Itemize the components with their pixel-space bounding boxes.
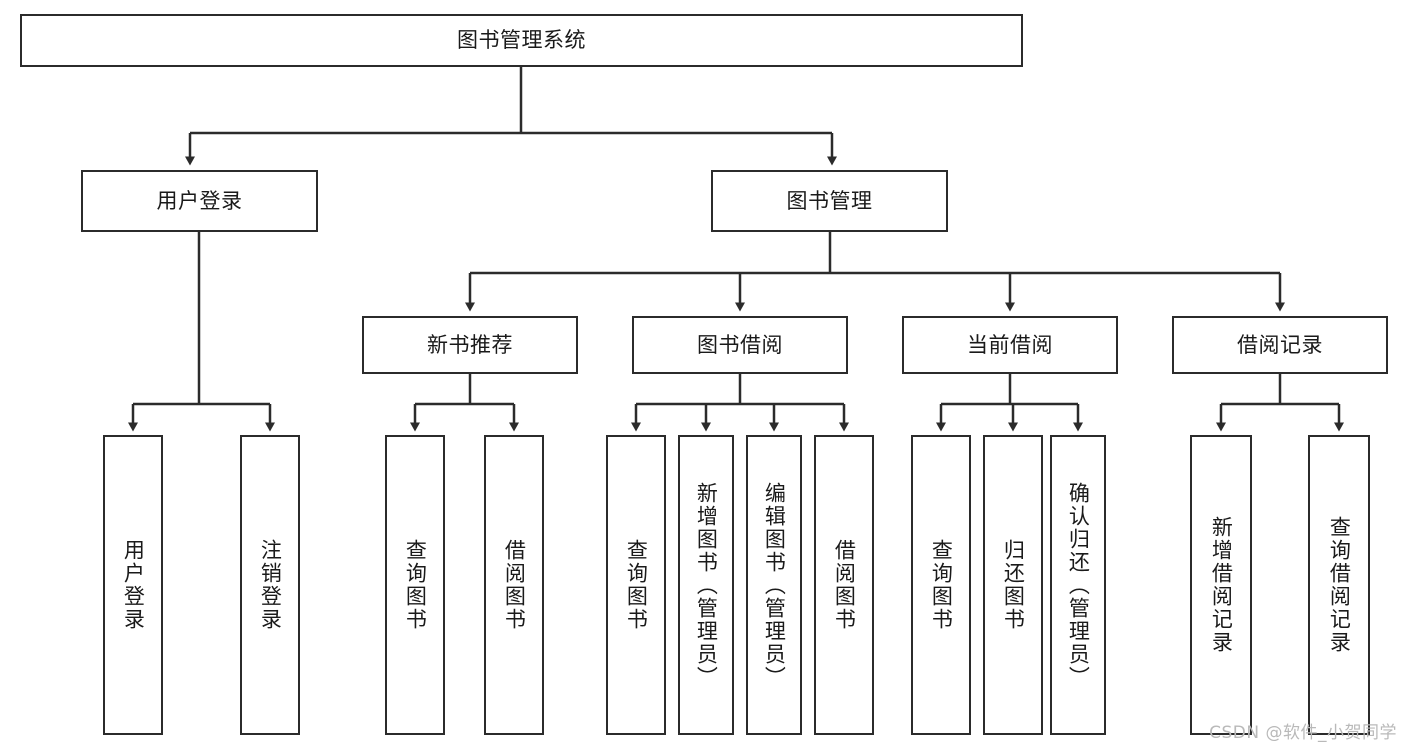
node-leaf-query-book-1[interactable]: 查询图书 bbox=[385, 435, 445, 735]
node-leaf-edit-book-label: 编辑图书（管理员） bbox=[762, 481, 787, 689]
node-leaf-query-book-2-label: 查询图书 bbox=[624, 539, 649, 631]
node-user-login-label: 用户登录 bbox=[156, 188, 243, 213]
node-leaf-logout-login[interactable]: 注销登录 bbox=[240, 435, 300, 735]
node-leaf-borrow-book-1[interactable]: 借阅图书 bbox=[484, 435, 544, 735]
node-leaf-confirm-return-label: 确认归还（管理员） bbox=[1066, 481, 1091, 689]
node-book-manage[interactable]: 图书管理 bbox=[711, 170, 948, 232]
node-leaf-add-record[interactable]: 新增借阅记录 bbox=[1190, 435, 1252, 735]
node-leaf-logout-login-label: 注销登录 bbox=[258, 539, 283, 631]
node-root-system-label: 图书管理系统 bbox=[457, 28, 586, 53]
node-root-system[interactable]: 图书管理系统 bbox=[20, 14, 1023, 67]
node-leaf-query-book-3-label: 查询图书 bbox=[929, 539, 954, 631]
node-leaf-query-book-3[interactable]: 查询图书 bbox=[911, 435, 971, 735]
node-book-manage-label: 图书管理 bbox=[786, 188, 873, 213]
node-leaf-add-book-label: 新增图书（管理员） bbox=[694, 481, 719, 689]
node-leaf-borrow-book-2-label: 借阅图书 bbox=[832, 539, 857, 631]
node-leaf-edit-book[interactable]: 编辑图书（管理员） bbox=[746, 435, 802, 735]
node-leaf-return-book[interactable]: 归还图书 bbox=[983, 435, 1043, 735]
watermark-text: CSDN @软件_小贺同学 bbox=[1209, 723, 1397, 743]
node-leaf-user-login-label: 用户登录 bbox=[121, 539, 146, 631]
node-leaf-query-book-1-label: 查询图书 bbox=[403, 539, 428, 631]
node-new-book-recommend-label: 新书推荐 bbox=[427, 332, 513, 357]
node-leaf-return-book-label: 归还图书 bbox=[1001, 539, 1026, 631]
node-current-borrow-label: 当前借阅 bbox=[967, 332, 1053, 357]
node-new-book-recommend[interactable]: 新书推荐 bbox=[362, 316, 578, 374]
node-borrow-record[interactable]: 借阅记录 bbox=[1172, 316, 1388, 374]
node-leaf-borrow-book-1-label: 借阅图书 bbox=[502, 539, 527, 631]
node-leaf-query-record[interactable]: 查询借阅记录 bbox=[1308, 435, 1370, 735]
node-book-borrow[interactable]: 图书借阅 bbox=[632, 316, 848, 374]
node-leaf-confirm-return[interactable]: 确认归还（管理员） bbox=[1050, 435, 1106, 735]
node-leaf-borrow-book-2[interactable]: 借阅图书 bbox=[814, 435, 874, 735]
node-book-borrow-label: 图书借阅 bbox=[697, 332, 783, 357]
node-leaf-query-record-label: 查询借阅记录 bbox=[1327, 516, 1352, 654]
node-leaf-add-record-label: 新增借阅记录 bbox=[1209, 516, 1234, 654]
node-current-borrow[interactable]: 当前借阅 bbox=[902, 316, 1118, 374]
node-borrow-record-label: 借阅记录 bbox=[1237, 332, 1323, 357]
node-leaf-add-book[interactable]: 新增图书（管理员） bbox=[678, 435, 734, 735]
node-user-login[interactable]: 用户登录 bbox=[81, 170, 318, 232]
node-leaf-query-book-2[interactable]: 查询图书 bbox=[606, 435, 666, 735]
node-leaf-user-login[interactable]: 用户登录 bbox=[103, 435, 163, 735]
